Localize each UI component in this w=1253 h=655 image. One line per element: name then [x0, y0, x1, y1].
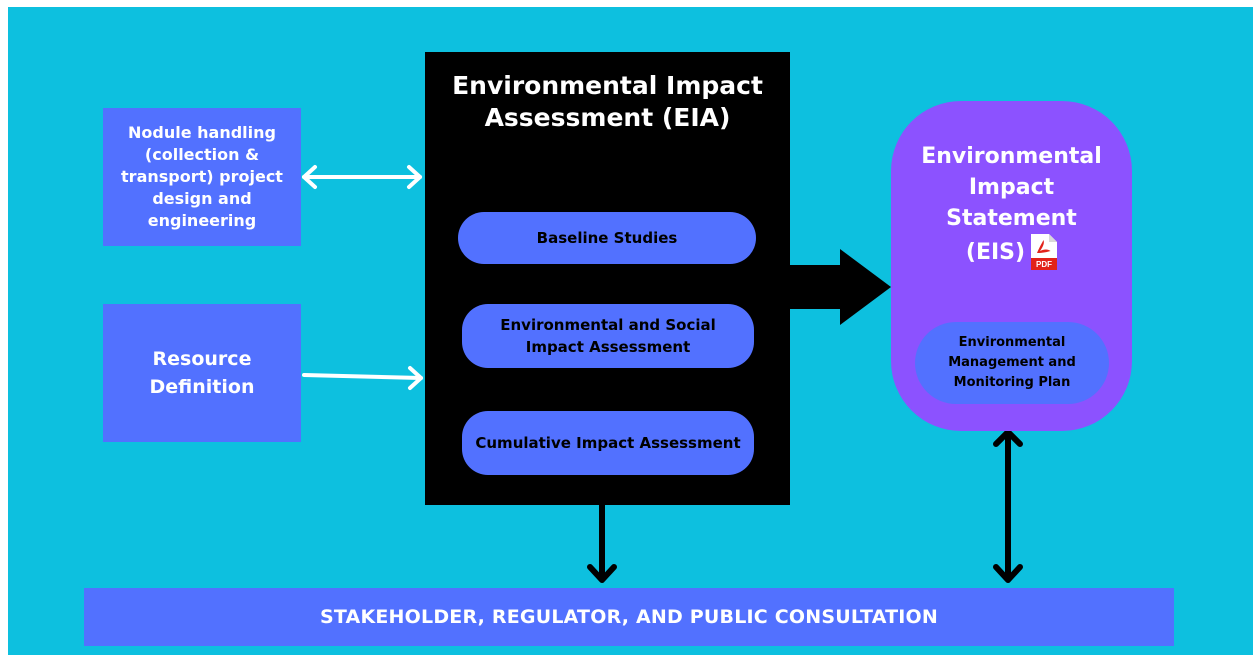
edge-eis-consultation — [993, 429, 1023, 583]
edge-nodule-eia — [302, 165, 422, 189]
eis-title-line-1: Environmental — [921, 144, 1102, 169]
eis-title-line-4-row: (EIS) PDF — [965, 234, 1058, 270]
cumulative-impact-label: Cumulative Impact Assessment — [475, 434, 741, 452]
edge-resource-eia — [302, 366, 423, 390]
cumulative-impact-pill: Cumulative Impact Assessment — [462, 411, 754, 475]
esia-label: Environmental and Social Impact Assessme… — [500, 316, 716, 356]
resource-definition-box: Resource Definition — [103, 304, 301, 442]
eis-title-line-4: (EIS) — [965, 239, 1026, 265]
eis-title-line-2: Impact — [968, 175, 1055, 200]
baseline-studies-label: Baseline Studies — [536, 229, 678, 247]
nodule-handling-box: Nodule handling (collection & transport)… — [103, 108, 301, 246]
management-plan-label: Environmental Management and Monitoring … — [948, 335, 1076, 390]
eis-box: Environmental Impact Statement (EIS) PDF… — [891, 101, 1132, 431]
eia-box: Environmental Impact Assessment (EIA) Ba… — [425, 52, 790, 505]
nodule-handling-label: Nodule handling (collection & transport)… — [121, 123, 283, 230]
edge-eia-consultation — [587, 502, 617, 583]
eis-title-line-3: Statement — [946, 206, 1077, 231]
pdf-file-icon: PDF — [1031, 234, 1058, 270]
eis-title: Environmental Impact Statement (EIS) PDF — [891, 141, 1132, 270]
consultation-label: STAKEHOLDER, REGULATOR, AND PUBLIC CONSU… — [319, 606, 939, 628]
resource-definition-label: Resource Definition — [149, 348, 255, 398]
eia-title: Environmental Impact Assessment (EIA) — [452, 71, 763, 132]
management-plan-pill: Environmental Management and Monitoring … — [915, 322, 1109, 404]
pdf-label: PDF — [1036, 260, 1052, 269]
esia-pill: Environmental and Social Impact Assessme… — [462, 304, 754, 368]
consultation-bar: STAKEHOLDER, REGULATOR, AND PUBLIC CONSU… — [84, 588, 1174, 646]
baseline-studies-pill: Baseline Studies — [458, 212, 756, 264]
arrows-layer — [302, 165, 1023, 583]
diagram-canvas: Nodule handling (collection & transport)… — [8, 7, 1253, 655]
edge-eia-eis — [790, 249, 891, 325]
